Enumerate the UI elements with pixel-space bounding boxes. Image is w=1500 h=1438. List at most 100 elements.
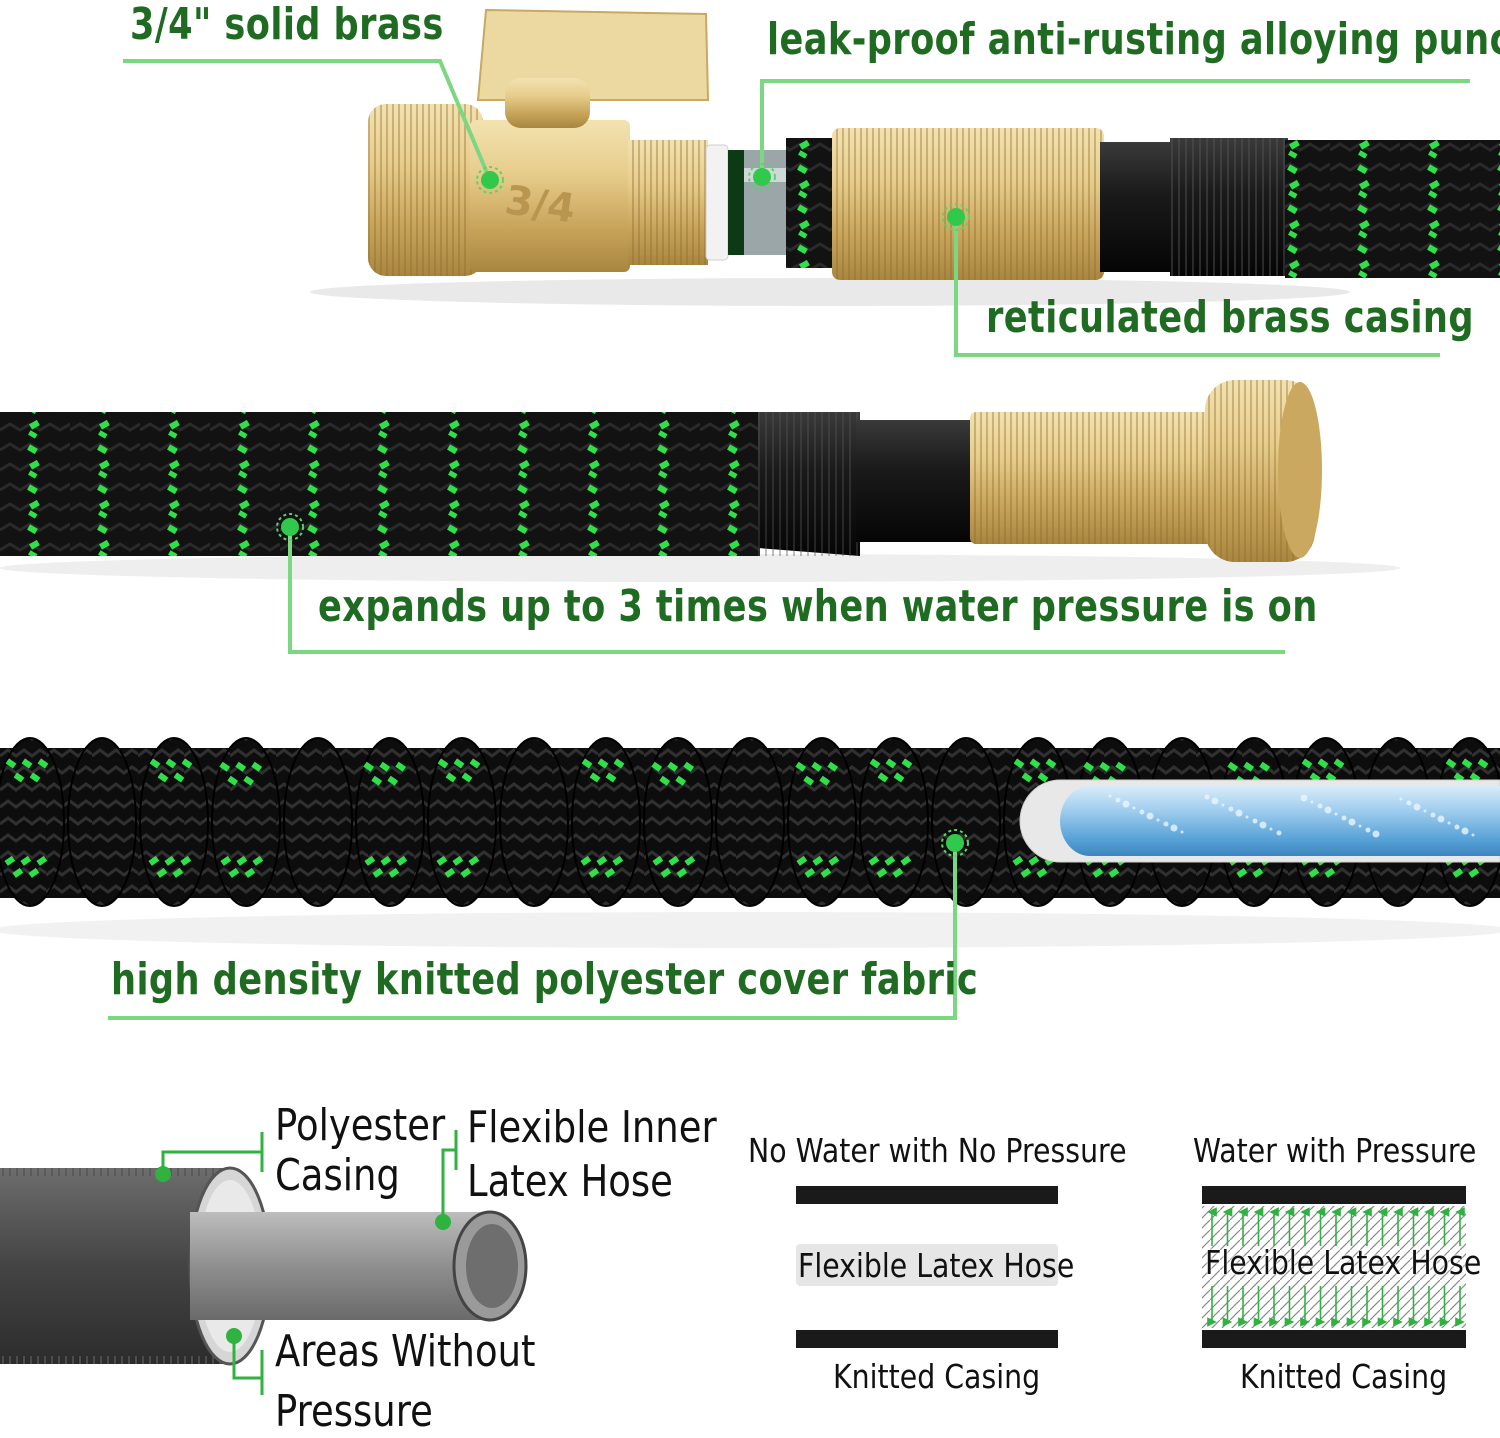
weave-accent [1236, 867, 1248, 878]
weave-accent [156, 867, 168, 878]
no-pressure-title: No Water with No Pressure [748, 1131, 1127, 1170]
weave-accent [453, 758, 465, 769]
weave-accent [436, 855, 448, 866]
weave-accent [1468, 867, 1480, 878]
callout-leak-proof: leak-proof anti-rusting alloying punch [767, 14, 1500, 65]
water-droplet [1245, 815, 1249, 819]
water-droplet [1413, 803, 1421, 811]
hose-ridge [571, 737, 641, 907]
weave-accent [148, 855, 160, 866]
weave-accent [877, 772, 889, 783]
weave-accent [387, 775, 399, 786]
weave-accent [1324, 867, 1336, 878]
callout-lines [108, 59, 1470, 1020]
weave-accent [228, 867, 240, 878]
with-pressure-middle: Flexible Latex Hose [1205, 1243, 1482, 1282]
weave-accent [13, 772, 25, 783]
weave-accent [1259, 761, 1271, 772]
weave-accent [1317, 758, 1329, 769]
weave-accent [597, 758, 609, 769]
weave-accent [901, 758, 913, 769]
water-droplet [1204, 794, 1210, 800]
weave-accent [468, 855, 480, 866]
weave-accent [444, 867, 456, 878]
weave-accent [876, 867, 888, 878]
weave-accent [819, 775, 831, 786]
hose-ridge [139, 737, 209, 907]
weave-accent [220, 855, 232, 866]
weave-accent [219, 761, 231, 772]
with-pressure-bottom: Knitted Casing [1240, 1357, 1448, 1396]
weave-accent [827, 761, 839, 772]
water-droplet [1108, 794, 1112, 798]
weave-accent [676, 867, 688, 878]
weave-accent [395, 761, 407, 772]
diagram-dots [155, 1166, 451, 1344]
weave-accent [596, 855, 608, 866]
weave-accent [164, 855, 176, 866]
water-droplet [1406, 800, 1412, 806]
water-droplet [1454, 824, 1460, 830]
weave-accent [36, 855, 48, 866]
weave-accent [157, 772, 169, 783]
weave-accent [388, 867, 400, 878]
hose-ridge [427, 737, 497, 907]
water-droplet [1132, 806, 1136, 810]
weave-accent [1020, 867, 1032, 878]
label-polyester: Polyester [275, 1100, 446, 1151]
weave-accent [379, 761, 391, 772]
weave-accent [868, 855, 880, 866]
water-droplet [1317, 803, 1323, 809]
weave-accent [651, 761, 663, 772]
weave-accent [1029, 758, 1041, 769]
weave-accent [1252, 867, 1264, 878]
weave-accent [21, 758, 33, 769]
water-droplet [1146, 812, 1154, 820]
water-droplet [1228, 806, 1234, 812]
callout-dots [276, 163, 970, 857]
weave-accent [588, 867, 600, 878]
water-droplet [1276, 830, 1282, 836]
label-flexible-inner: Flexible Inner [467, 1102, 717, 1153]
fitting-stamp: 3/4 [502, 177, 578, 232]
weave-accent [227, 775, 239, 786]
weave-accent [1115, 761, 1127, 772]
water-droplet [1423, 809, 1427, 813]
water-droplet [1310, 800, 1314, 804]
weave-accent [605, 772, 617, 783]
no-pressure-bottom: Knitted Casing [833, 1357, 1041, 1396]
water-droplet [1365, 827, 1371, 833]
weave-accent [659, 775, 671, 786]
water-droplet [1235, 809, 1243, 817]
weave-accent [251, 761, 263, 772]
weave-accent [796, 855, 808, 866]
water-droplet [1324, 806, 1332, 814]
weave-accent [1477, 758, 1489, 769]
water-droplet [1252, 818, 1258, 824]
water-droplet [1430, 812, 1436, 818]
weave-accent [684, 855, 696, 866]
weave-accent [612, 855, 624, 866]
weave-accent [445, 772, 457, 783]
weave-accent [803, 775, 815, 786]
water-droplet [1300, 794, 1308, 802]
weave-accent [1108, 867, 1120, 878]
weave-accent [1012, 855, 1024, 866]
hose-female-fitting-illustration [0, 380, 1400, 582]
label-pressure: Pressure [275, 1386, 433, 1437]
weave-accent [371, 775, 383, 786]
weave-accent [149, 758, 161, 769]
weave-accent [180, 855, 192, 866]
weave-accent [1028, 855, 1040, 866]
water-droplet [1437, 815, 1445, 823]
weave-accent [1333, 758, 1345, 769]
weave-accent [1243, 761, 1255, 772]
weave-accent [828, 855, 840, 866]
weave-accent [1099, 761, 1111, 772]
hose-ridge [283, 737, 353, 907]
weave-accent [181, 758, 193, 769]
weave-accent [5, 758, 17, 769]
weave-accent [893, 772, 905, 783]
no-pressure-panel [796, 1186, 1058, 1348]
